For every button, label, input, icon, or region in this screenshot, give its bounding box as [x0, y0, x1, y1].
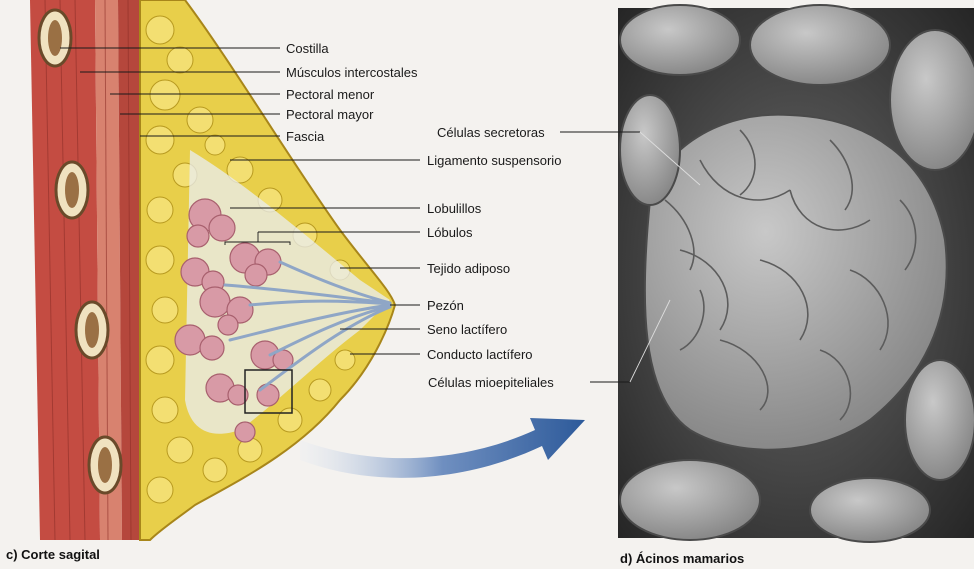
label-celulas-secretoras: Células secretoras [437, 125, 545, 140]
caption-corte-sagital: c) Corte sagital [6, 547, 100, 562]
label-conducto-lactifero: Conducto lactífero [427, 347, 533, 362]
label-pezon: Pezón [427, 298, 464, 313]
caption-acinos-mamarios: d) Ácinos mamarios [620, 551, 744, 566]
label-seno-lactifero: Seno lactífero [427, 322, 507, 337]
label-pectoral-menor: Pectoral menor [286, 87, 374, 102]
micrograph [618, 5, 974, 542]
chest-wall [30, 0, 142, 540]
label-pectoral-mayor: Pectoral mayor [286, 107, 373, 122]
label-costilla: Costilla [286, 41, 329, 56]
label-lobulos: Lóbulos [427, 225, 473, 240]
label-fascia: Fascia [286, 129, 324, 144]
label-ligamento-suspensorio: Ligamento suspensorio [427, 153, 561, 168]
label-lobulillos: Lobulillos [427, 201, 481, 216]
label-celulas-mioepiteliales: Células mioepiteliales [428, 375, 554, 390]
label-tejido-adiposo: Tejido adiposo [427, 261, 510, 276]
label-musculos-intercostales: Músculos intercostales [286, 65, 418, 80]
